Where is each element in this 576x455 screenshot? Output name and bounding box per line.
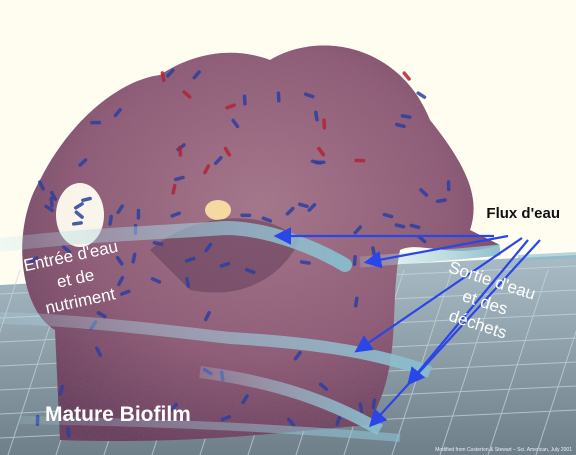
bacterium-cell bbox=[447, 180, 451, 191]
bacterium-cell bbox=[137, 209, 141, 220]
bacterium-cell bbox=[354, 159, 365, 163]
flux-label: Flux d'eau bbox=[486, 205, 560, 222]
bacterium-cell bbox=[322, 118, 326, 129]
bacterium-cell bbox=[178, 146, 182, 157]
image-credit: Modified from Costerton & Stewart – Sci.… bbox=[435, 447, 572, 453]
bacterium-cell bbox=[277, 91, 281, 102]
bacterium-cell bbox=[240, 213, 251, 217]
bacterium-cell bbox=[90, 121, 101, 125]
bacterium-cell bbox=[243, 94, 247, 105]
mature-biofilm-title: Mature Biofilm bbox=[45, 403, 191, 427]
